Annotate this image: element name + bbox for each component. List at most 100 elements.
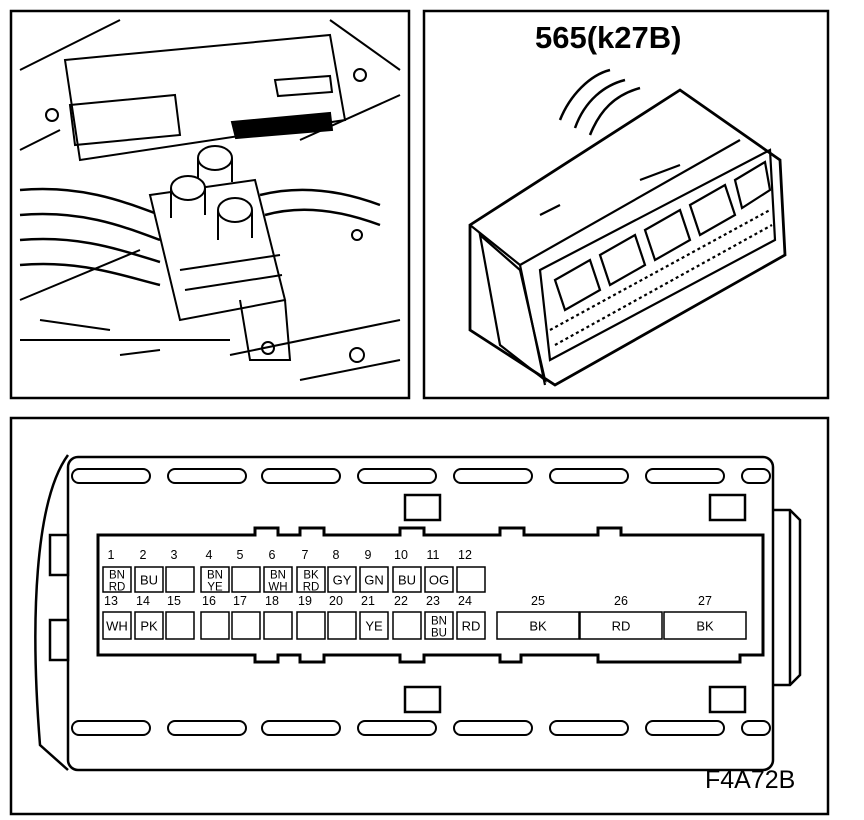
wire-color-stripe: WH	[268, 582, 287, 594]
wire-color: GY	[333, 573, 352, 588]
pin-cell: 18	[263, 594, 293, 640]
installation-view-frame	[9, 9, 411, 400]
pin-number: 16	[202, 594, 216, 608]
pin-number: 1	[108, 548, 115, 562]
pin-cell: 2BU	[134, 548, 164, 593]
pin-cell: 5	[231, 548, 261, 593]
pin-box	[392, 566, 422, 593]
pin-number: 15	[167, 594, 181, 608]
wire-color-stripe: RD	[109, 582, 126, 594]
wire-color: RD	[462, 619, 481, 634]
pin-box	[392, 611, 422, 640]
pin-number: 22	[394, 594, 408, 608]
pin-number: 12	[458, 548, 472, 562]
slot-row-top	[71, 468, 771, 484]
pin-cell: 15	[165, 594, 195, 640]
wire-color: BN	[109, 570, 125, 582]
pin-number: 9	[365, 548, 372, 562]
pin-number: 7	[302, 548, 309, 562]
pin-number: 5	[237, 548, 244, 562]
pin-cell: 3	[165, 548, 195, 593]
pin-number: 23	[426, 594, 440, 608]
wire-color: BN	[270, 570, 286, 582]
pin-number: 27	[698, 594, 712, 608]
pin-cell: 9GN	[359, 548, 389, 593]
pin-box	[134, 611, 164, 640]
pin-box	[165, 566, 195, 593]
wire-color: BN	[207, 570, 223, 582]
wire-color: RD	[612, 619, 631, 634]
pin-number: 3	[171, 548, 178, 562]
pin-cell: 12	[456, 548, 486, 593]
pin-number: 6	[269, 548, 276, 562]
wire-color: BK	[529, 619, 547, 634]
connector-3d-sketch	[468, 68, 787, 387]
slot-row-bottom	[71, 720, 771, 736]
pin-box	[263, 566, 293, 593]
connector-label: 565(k27B)	[535, 20, 682, 55]
pin-cell: 20	[327, 594, 357, 640]
pin-number: 10	[394, 548, 408, 562]
pin-box	[102, 566, 132, 593]
pin-box	[327, 611, 357, 640]
pin-number: 8	[333, 548, 340, 562]
pin-box	[359, 611, 389, 640]
wire-color: BK	[696, 619, 714, 634]
wire-color: BU	[140, 573, 158, 588]
pin-box	[327, 566, 357, 593]
wire-color: BN	[431, 616, 447, 628]
pin-box	[134, 566, 164, 593]
pin-box	[663, 611, 747, 640]
wire-color: BU	[398, 573, 416, 588]
pin-number: 25	[531, 594, 545, 608]
wire-color: PK	[140, 619, 158, 634]
pin-cell: 22	[392, 594, 422, 640]
pin-box	[579, 611, 663, 640]
pin-box	[231, 566, 261, 593]
pin-cell: 16	[200, 594, 230, 640]
pin-number: 17	[233, 594, 247, 608]
pin-number: 11	[427, 548, 440, 562]
pin-box	[424, 611, 454, 640]
pin-number: 19	[298, 594, 312, 608]
pin-box	[102, 611, 132, 640]
pin-cell: 17	[231, 594, 261, 640]
pin-box	[231, 611, 261, 640]
pin-cell: 19	[296, 594, 326, 640]
pin-box	[296, 611, 326, 640]
pin-box	[424, 566, 454, 593]
pin-number: 13	[104, 594, 118, 608]
pin-number: 2	[140, 548, 147, 562]
wire-color: GN	[364, 573, 384, 588]
pin-box	[456, 566, 486, 593]
pin-box	[200, 566, 230, 593]
figure-id: F4A72B	[705, 766, 796, 794]
pinout-frame	[9, 416, 830, 816]
installation-sketch	[19, 19, 401, 381]
pin-number: 18	[265, 594, 279, 608]
pin-box	[200, 611, 230, 640]
pin-number: 14	[136, 594, 150, 608]
pin-number: 20	[329, 594, 343, 608]
wire-color: YE	[365, 619, 383, 634]
pin-number: 26	[614, 594, 628, 608]
wire-color: OG	[429, 573, 449, 588]
wire-color-stripe: BU	[431, 628, 447, 640]
wire-color: BK	[303, 570, 319, 582]
wire-color-stripe: RD	[303, 582, 320, 594]
pin-number: 21	[361, 594, 375, 608]
pin-box	[296, 566, 326, 593]
